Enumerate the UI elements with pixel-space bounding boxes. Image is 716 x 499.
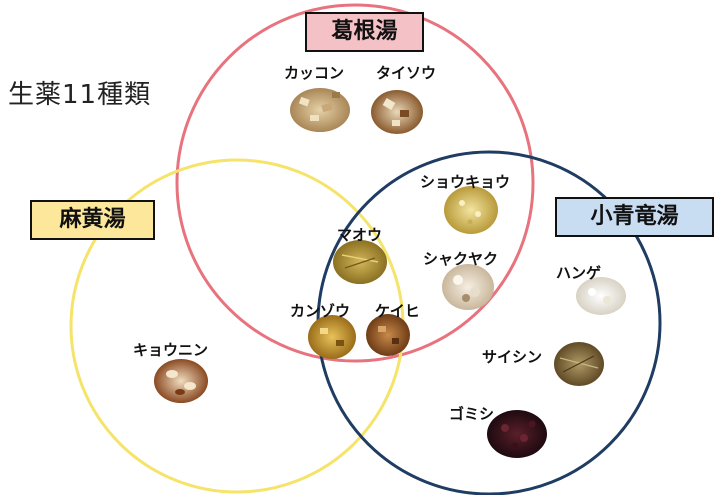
herb-label-kakkon: カッコン (284, 64, 345, 82)
saishin-sample (554, 342, 604, 386)
headline: 生薬11種類 (8, 80, 152, 110)
shokyo-sample (444, 186, 498, 234)
herb-label-taiso: タイソウ (376, 64, 437, 82)
herb-label-hange: ハンゲ (556, 264, 602, 282)
herb-label-keihi: ケイヒ (375, 302, 420, 320)
herb-label-kyonin: キョウニン (133, 341, 209, 359)
herb-label-saishin: サイシン (482, 348, 543, 366)
shoseiryuto-label-box: 小青竜湯 (555, 197, 714, 237)
kakkonto-label-box: 葛根湯 (305, 12, 424, 52)
gomishi-sample (487, 410, 547, 458)
herb-label-gomishi: ゴミシ (449, 405, 495, 423)
herb-label-kanzo: カンゾウ (290, 302, 351, 320)
herb-label-shakuyaku: シャクヤク (423, 250, 499, 268)
herb-label-shokyo: ショウキョウ (420, 173, 511, 191)
kyonin-sample (154, 359, 208, 403)
maoto-label-box: 麻黄湯 (30, 200, 155, 240)
keihi-sample (366, 314, 410, 356)
hange-sample (576, 277, 626, 315)
kakkon-sample (290, 88, 350, 132)
kakkonto-ring (175, 3, 535, 363)
herb-label-mao: マオウ (337, 226, 383, 244)
taiso-sample (371, 90, 423, 134)
mao-sample (333, 240, 387, 284)
kanzo-sample (308, 315, 356, 359)
shakuyaku-sample (442, 264, 494, 310)
